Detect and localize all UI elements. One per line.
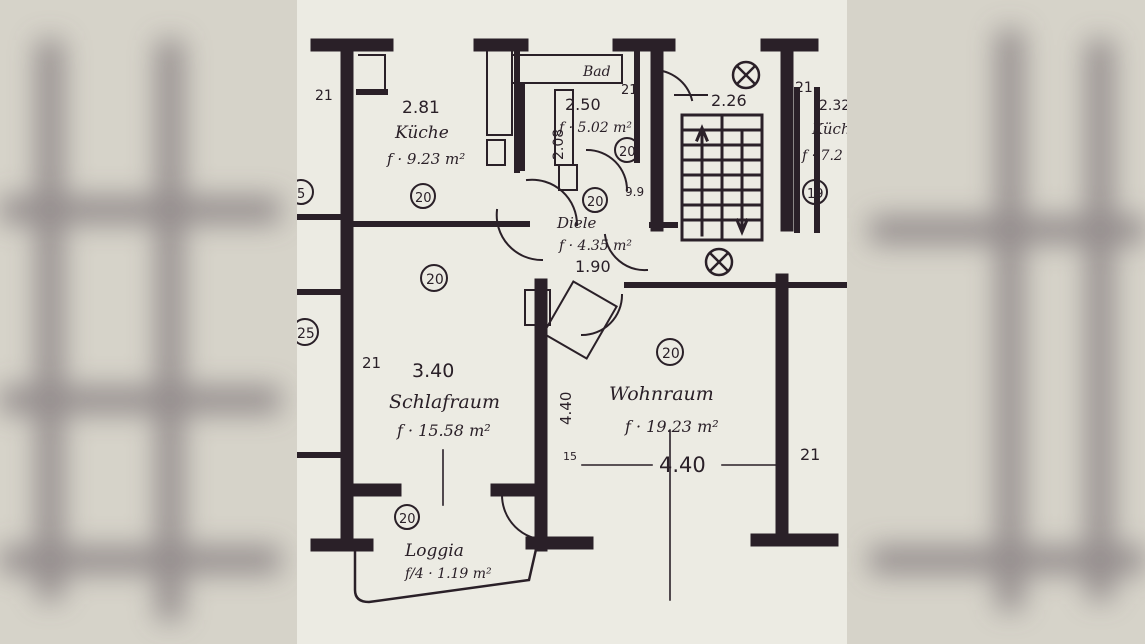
- dim-small-99: 9.9: [625, 185, 644, 199]
- floor-plan-sheet: 2.81 Küche f · 9.23 m² 20 2.50 Bad f · 5…: [297, 0, 847, 644]
- loggia-outline: [353, 543, 539, 604]
- dim-small-15: 15: [563, 450, 577, 463]
- neighbor-kitchen-area: f · 7.2: [801, 148, 843, 164]
- dimension-lines: [442, 429, 783, 601]
- bedroom-name: Schlafraum: [389, 391, 500, 413]
- kitchen-width: 2.81: [402, 98, 440, 118]
- dim-wall-bath: 21: [621, 83, 638, 98]
- dim-stair-width: 2.26: [711, 91, 747, 110]
- bath-name: Bad: [582, 64, 611, 80]
- living-name: Wohnraum: [609, 383, 714, 405]
- loggia-tag: 20: [399, 512, 416, 527]
- hall-width: 1.90: [575, 257, 611, 276]
- staircase: [680, 113, 764, 242]
- hall-label-group: Diele f · 4.35 m² 1.90 20: [556, 195, 632, 276]
- fixtures: [486, 44, 623, 360]
- neighbor-tag-right: 19: [807, 187, 824, 202]
- dim-wall-low-right: 21: [800, 445, 820, 464]
- dim-wall-mid: 21: [362, 354, 381, 372]
- neighbor-tag-left-2: 25: [297, 326, 315, 342]
- dim-wall-left: 21: [315, 88, 333, 104]
- bedroom-area: f · 15.58 m²: [396, 421, 491, 440]
- bath-tag: 20: [619, 145, 636, 160]
- kitchen-tag: 20: [415, 191, 432, 206]
- bedroom-tag: 20: [426, 272, 444, 288]
- loggia-area: f/4 · 1.19 m²: [404, 566, 492, 582]
- hall-name: Diele: [556, 214, 596, 232]
- bath-area: f · 5.02 m²: [558, 120, 632, 136]
- dim-bath-depth: 2.08: [551, 129, 567, 160]
- bath-width: 2.50: [565, 95, 601, 114]
- dim-bedroom-depth: 4.40: [557, 392, 575, 425]
- hall-area: f · 4.35 m²: [558, 238, 632, 254]
- neighbor-labels: Küche f · 7.2 19 25 5: [297, 120, 847, 342]
- kitchen-label-group: 2.81 Küche f · 9.23 m² 20: [386, 98, 465, 206]
- bedroom-width: 3.40: [412, 360, 454, 382]
- living-width: 4.40: [659, 453, 706, 477]
- bedroom-label-group: 3.40 Schlafraum f · 15.58 m² 20: [389, 272, 500, 440]
- dimension-labels: 21 21 21 21 21 2.26 4.40 2.08 9.9 15 2.3…: [315, 80, 847, 464]
- living-area: f · 19.23 m²: [624, 417, 719, 436]
- door-swings: [495, 68, 708, 542]
- hall-tag: 20: [587, 195, 604, 210]
- floor-plan: 2.81 Küche f · 9.23 m² 20 2.50 Bad f · 5…: [297, 38, 847, 604]
- living-tag: 20: [662, 346, 680, 362]
- loggia-label-group: Loggia f/4 · 1.19 m² 20: [399, 512, 492, 582]
- neighbor-kitchen-name: Küche: [811, 120, 847, 138]
- neighbor-tag-left-1: 5: [297, 187, 305, 202]
- room-tags: [297, 137, 828, 530]
- vent-symbols: [704, 60, 761, 277]
- kitchen-area: f · 9.23 m²: [386, 150, 465, 168]
- dim-right-232: 2.32: [819, 98, 847, 114]
- loggia-name: Loggia: [404, 541, 464, 561]
- bath-label-group: 2.50 Bad f · 5.02 m² 20: [558, 64, 636, 160]
- living-label-group: Wohnraum f · 19.23 m² 4.40 20: [609, 346, 719, 477]
- dim-wall-right: 21: [795, 80, 813, 96]
- kitchen-name: Küche: [394, 123, 449, 143]
